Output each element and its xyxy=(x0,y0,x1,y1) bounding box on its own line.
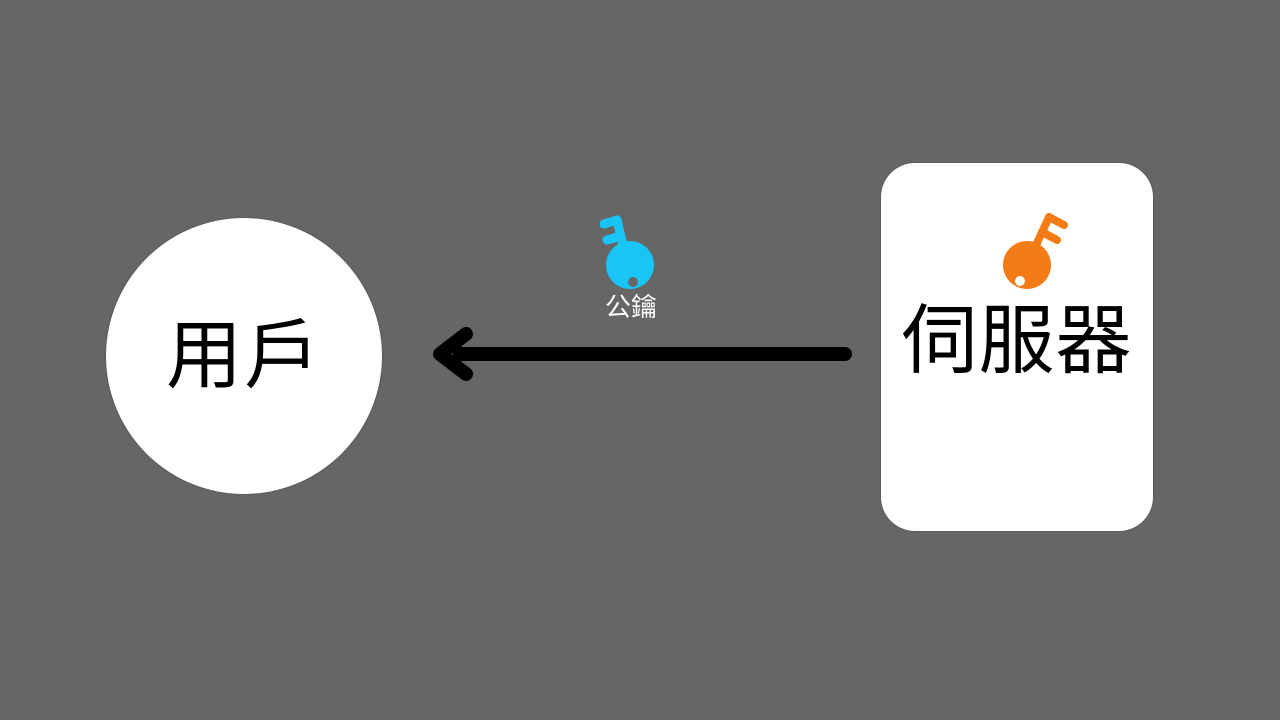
public-key-icon xyxy=(599,215,654,289)
server-node: 伺服器 xyxy=(881,163,1153,531)
public-key-group: 公鑰 xyxy=(590,210,670,330)
client-node: 用戶 xyxy=(106,218,382,494)
private-key-icon xyxy=(1003,213,1068,289)
public-key-label: 公鑰 xyxy=(604,293,657,323)
client-label: 用戶 xyxy=(166,311,322,400)
server-label: 伺服器 xyxy=(901,296,1133,385)
transfer-arrow xyxy=(433,327,852,381)
